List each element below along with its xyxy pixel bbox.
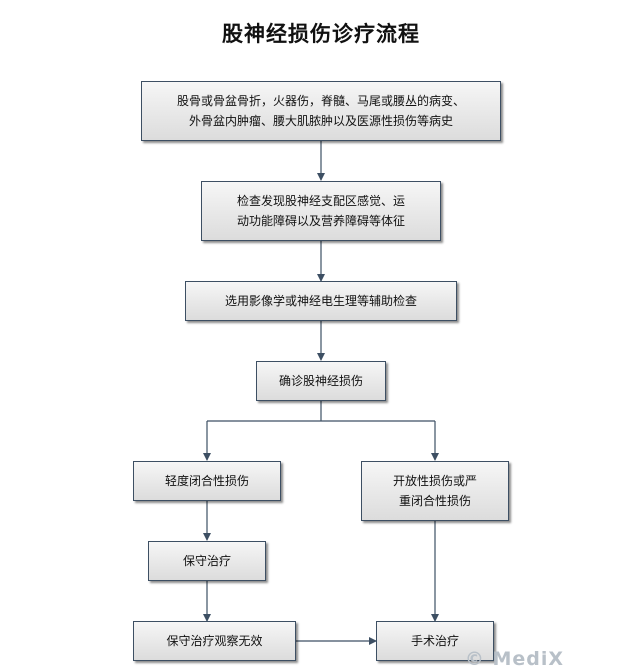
- node-exam-findings: 检查发现股神经支配区感觉、运 动功能障碍以及营养障碍等体征: [201, 181, 441, 241]
- node-surgery-text: 手术治疗: [410, 634, 459, 648]
- node-conservative-treatment-text: 保守治疗: [182, 554, 231, 568]
- node-auxiliary-tests: 选用影像学或神经电生理等辅助检查: [185, 281, 457, 321]
- node-diagnosis-text: 确诊股神经损伤: [278, 374, 363, 388]
- node-observation-failed: 保守治疗观察无效: [133, 621, 296, 661]
- node-auxiliary-tests-text: 选用影像学或神经电生理等辅助检查: [224, 294, 417, 308]
- node-observation-failed-text: 保守治疗观察无效: [166, 634, 263, 648]
- node-history-causes-line1: 股骨或骨盆骨折，火器伤，脊髓、马尾或腰丛的病变、: [176, 94, 465, 108]
- node-diagnosis: 确诊股神经损伤: [256, 361, 386, 401]
- node-exam-findings-line1: 检查发现股神经支配区感觉、运: [236, 194, 405, 208]
- node-severe-injury-line1: 开放性损伤或严: [392, 474, 477, 488]
- node-severe-injury: 开放性损伤或严 重闭合性损伤: [361, 461, 509, 521]
- node-severe-injury-line2: 重闭合性损伤: [398, 494, 471, 508]
- node-mild-closed-injury: 轻度闭合性损伤: [133, 461, 281, 501]
- page-title: 股神经损伤诊疗流程: [222, 22, 420, 46]
- watermark-logo: © MediX: [464, 648, 564, 670]
- node-exam-findings-line2: 动功能障碍以及营养障碍等体征: [236, 214, 405, 228]
- node-history-causes: 股骨或骨盆骨折，火器伤，脊髓、马尾或腰丛的病变、 外骨盆内肿瘤、腰大肌脓肿以及医…: [141, 81, 501, 141]
- node-conservative-treatment: 保守治疗: [148, 541, 266, 581]
- node-surgery: 手术治疗: [376, 621, 494, 661]
- node-mild-closed-injury-text: 轻度闭合性损伤: [164, 474, 249, 488]
- node-history-causes-line2: 外骨盆内肿瘤、腰大肌脓肿以及医源性损伤等病史: [188, 114, 453, 128]
